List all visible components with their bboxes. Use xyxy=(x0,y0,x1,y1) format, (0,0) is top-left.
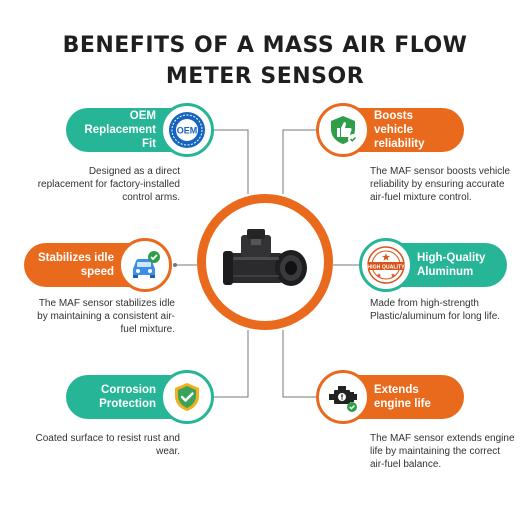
benefit-stabilizes-idle: Stabilizes idle speed xyxy=(24,238,172,292)
benefit-corrosion-protection: Corrosion Protection xyxy=(66,370,214,424)
benefit-description: Made from high-strength Plastic/aluminum… xyxy=(370,298,501,322)
page-title: BENEFITS OF A MASS AIR FLOW METER SENSOR xyxy=(0,30,530,92)
benefit-label: OEM Replacement Fit xyxy=(84,110,156,150)
benefit-extends-engine-life: Extends engine life xyxy=(316,370,464,424)
oem-badge-text: OEM xyxy=(177,126,198,136)
stamp-text: HIGH QUALITY xyxy=(367,264,405,270)
benefit-high-quality-aluminum: HIGH QUALITY High-Quality Aluminum xyxy=(359,238,507,292)
benefit-description: The MAF sensor boosts vehicle reliabilit… xyxy=(370,166,511,203)
maf-sensor-image xyxy=(223,229,307,286)
title-line-1: BENEFITS OF A MASS AIR FLOW xyxy=(62,33,468,58)
shield-check-icon xyxy=(160,370,214,424)
benefit-label: Extends engine life xyxy=(374,384,431,410)
title-line-2: METER SENSOR xyxy=(165,64,365,89)
thumbs-up-shield-icon xyxy=(316,103,370,157)
benefit-description: Coated surface to resist rust and wear. xyxy=(35,433,180,457)
benefit-label: Corrosion Protection xyxy=(99,384,156,410)
high-quality-stamp-icon: HIGH QUALITY xyxy=(359,238,413,292)
benefit-label: Stabilizes idle speed xyxy=(37,252,114,278)
benefit-description: The MAF sensor stabilizes idle by mainta… xyxy=(37,298,175,335)
benefit-description: The MAF sensor extends engine life by ma… xyxy=(370,433,515,470)
benefit-oem-replacement: OEM Replacement Fit OEM xyxy=(66,103,214,157)
car-check-icon xyxy=(118,238,172,292)
product-image-frame xyxy=(206,203,324,321)
benefit-label: Boosts vehicle reliability xyxy=(374,110,425,150)
oem-seal-icon: OEM xyxy=(160,103,214,157)
benefit-description: Designed as a direct replacement for fac… xyxy=(37,166,180,203)
engine-icon xyxy=(316,370,370,424)
center-product-circle xyxy=(197,194,333,330)
benefit-boosts-reliability: Boosts vehicle reliability xyxy=(316,103,464,157)
benefit-label: High-Quality Aluminum xyxy=(417,252,486,278)
